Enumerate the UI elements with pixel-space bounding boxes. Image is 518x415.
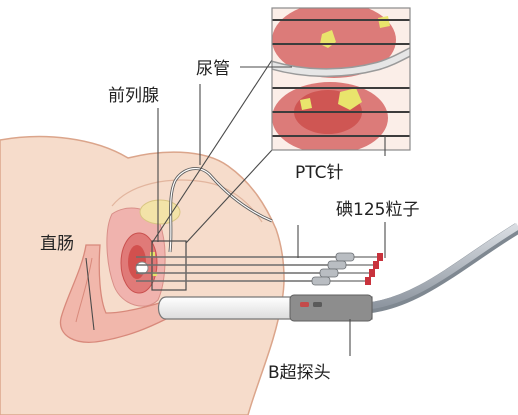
prostate-label: 前列腺 [108, 86, 159, 106]
inset-urethra-tube-inner [272, 48, 410, 76]
zoom-connector-line [151, 59, 273, 244]
ultrasound-cable-highlight [367, 223, 518, 310]
inset-seed [300, 98, 312, 110]
inset-seed [338, 88, 362, 110]
needle-red-cap [377, 253, 383, 261]
seminal-vesicle [139, 199, 181, 225]
bladder-dome-outline [111, 179, 263, 223]
ptc-needle-label: PTC针 [295, 163, 344, 183]
inset-magnified-view [272, 8, 410, 150]
urethra-label: 尿管 [196, 59, 230, 79]
probe-button-red [300, 302, 309, 307]
inset-seed [378, 16, 390, 28]
ptc-needle-group [136, 252, 383, 286]
needle-hub [311, 276, 331, 286]
needle-hub [335, 252, 355, 262]
zoom-connector-line [185, 149, 273, 244]
probe-button-gray [313, 302, 322, 307]
ultrasound-probe-grip [289, 294, 373, 322]
needle-red-cap [365, 277, 371, 285]
ultrasound-probe-label: B超探头 [268, 363, 331, 383]
rectum-leader-line [85, 257, 95, 331]
urethra-cross-section [135, 261, 149, 275]
needle-hub [319, 268, 339, 278]
needle-hub [327, 260, 347, 270]
needle-red-cap [373, 261, 379, 269]
seed-marker [152, 272, 157, 276]
inset-frame [271, 7, 411, 151]
needle-red-cap [369, 269, 375, 277]
rectum-label: 直肠 [40, 234, 74, 254]
iodine-seeds-label: 碘125粒子 [336, 200, 419, 220]
rectum-fold [75, 257, 93, 323]
